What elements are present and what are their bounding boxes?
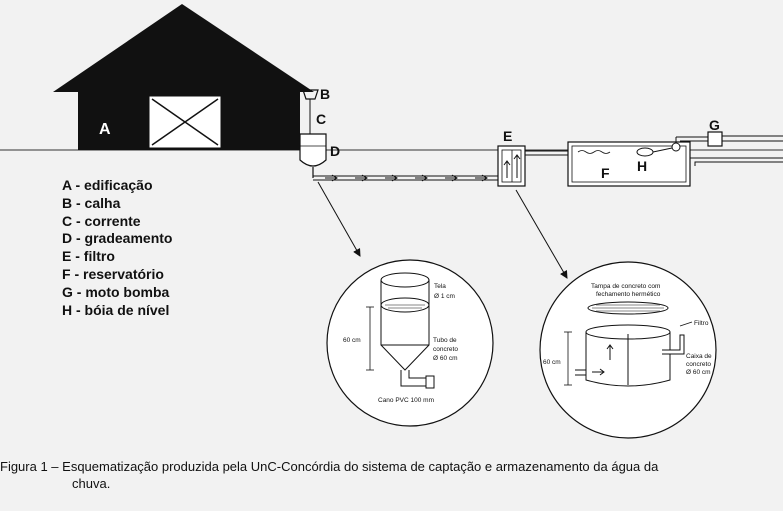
filter-box	[497, 145, 526, 187]
label-f: F	[601, 165, 610, 181]
caption-line2: chuva.	[72, 476, 111, 491]
detail-tampa-line2: fechamento hermético	[596, 291, 661, 298]
legend-item: B - calha	[62, 194, 121, 211]
detail-caixa-line2: concreto	[686, 361, 711, 368]
legend-item: C - corrente	[62, 212, 141, 229]
screen-box	[299, 133, 327, 178]
legend-list: A - edificação B - calha C - corrente D …	[62, 177, 172, 319]
label-g: G	[709, 117, 720, 133]
legend-item: G - moto bomba	[62, 283, 170, 300]
label-d: D	[330, 143, 340, 159]
detail-tampa-line1: Tampa de concreto com	[591, 283, 660, 290]
detail-tubo-line1: Tubo de	[433, 337, 457, 344]
legend-item: E - filtro	[62, 248, 115, 265]
label-c: C	[316, 111, 326, 127]
legend-item: A - edificação	[62, 177, 153, 193]
detail-caixa-line1: Caixa de	[686, 353, 712, 360]
reservoir	[567, 141, 691, 187]
detail-filtro-label: Filtro	[694, 320, 709, 327]
gutter	[302, 89, 319, 100]
detail-tubo-line2: concreto	[433, 346, 458, 353]
detail-tubo-dim: Ø 60 cm	[433, 355, 458, 362]
label-a: A	[99, 121, 111, 138]
pipe-d-to-e	[313, 174, 498, 182]
label-e: E	[503, 128, 512, 144]
caption-line1: Figura 1 – Esquematização produzida pela…	[0, 459, 659, 474]
detail-tela-label: Tela	[434, 283, 446, 290]
figure-caption: Figura 1 – Esquematização produzida pela…	[0, 458, 783, 492]
detail-right-height: 60 cm	[543, 359, 561, 366]
legend-item: F - reservatório	[62, 265, 164, 282]
detail-circle-screen	[326, 259, 494, 427]
legend-item: D - gradeamento	[62, 230, 173, 247]
rainwater-system-diagram: A B C D E F	[0, 4, 783, 439]
building	[53, 4, 314, 150]
pointer-arrow-d	[317, 181, 361, 257]
label-b: B	[320, 86, 330, 102]
pointer-arrow-e	[515, 189, 568, 279]
pump-and-pipes	[675, 131, 783, 166]
legend-item: H - bóia de nível	[62, 301, 170, 318]
label-h: H	[637, 158, 647, 174]
detail-cano-label: Cano PVC 100 mm	[378, 397, 434, 404]
detail-left-height: 60 cm	[343, 337, 361, 344]
detail-caixa-dim: Ø 60 cm	[686, 369, 711, 376]
detail-circle-filter	[539, 261, 717, 439]
detail-tela-dim: Ø 1 cm	[434, 293, 455, 300]
